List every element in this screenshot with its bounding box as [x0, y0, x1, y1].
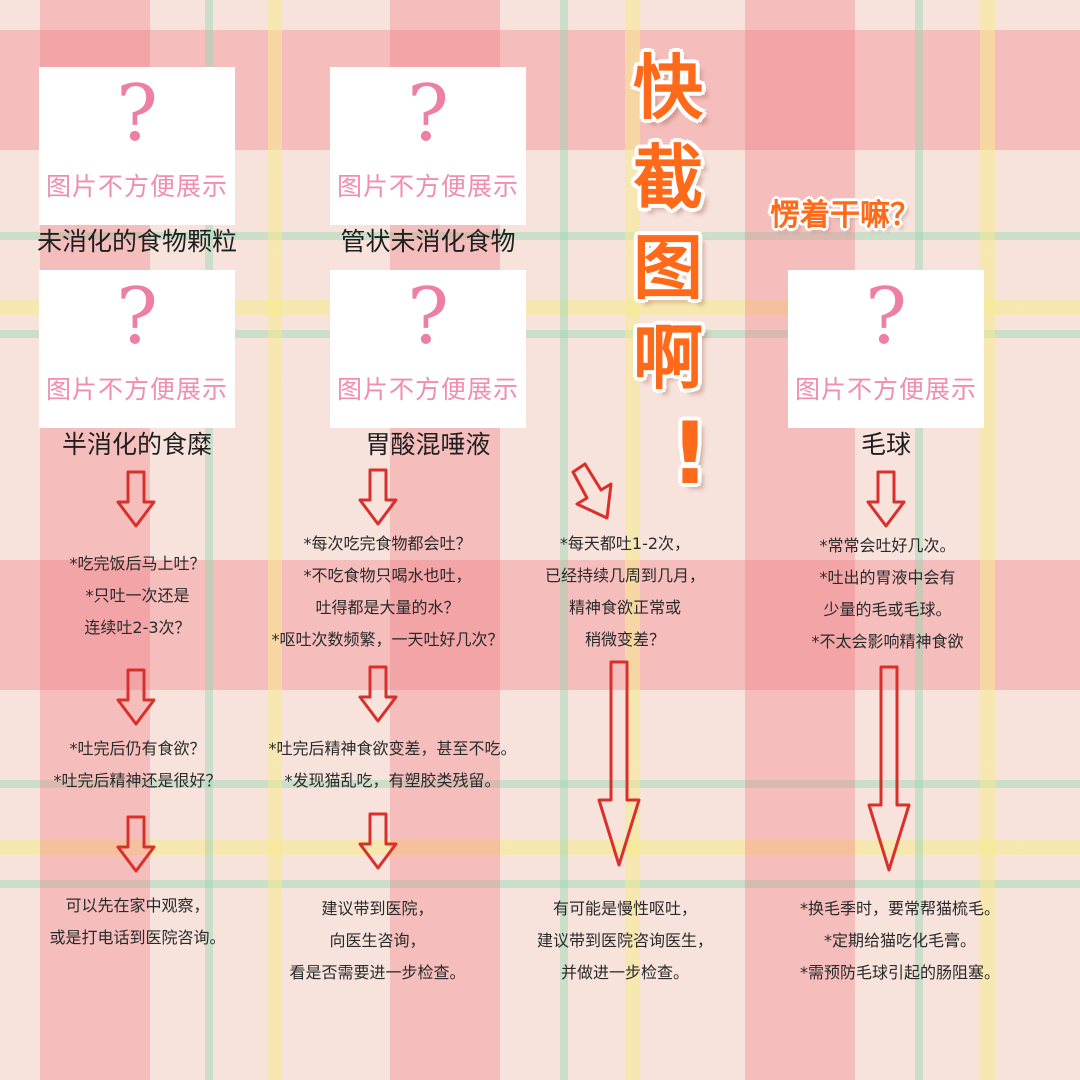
- advice: 可以先在家中观察， 或是打电话到医院咨询。: [5, 890, 270, 954]
- text-line: *只吐一次还是: [85, 586, 190, 605]
- image-placeholder: ? 图片不方便展示: [39, 270, 235, 428]
- arrow-shape: [116, 815, 156, 873]
- follow-up-questions: *吐完后仍有食欲？ *吐完后精神还是很好？: [5, 733, 270, 797]
- text-line: 少量的毛或毛球。: [823, 600, 952, 619]
- symptom-questions: *常常会吐好几次。 *吐出的胃液中会有 少量的毛或毛球。 *不太会影响精神食欲: [775, 530, 1000, 658]
- text-line: 吐得都是大量的水？: [315, 598, 460, 617]
- vomit-type-label: 管状未消化食物: [340, 227, 516, 256]
- arrow-shape: [866, 470, 906, 528]
- long-down-arrow-icon: [597, 660, 641, 867]
- down-arrow-icon: [116, 668, 156, 726]
- advice: 有可能是慢性呕吐， 建议带到医院咨询医生， 并做进一步检查。: [505, 893, 745, 989]
- arrow-shape: [358, 665, 398, 723]
- text-line: *呕吐次数频繁，一天吐好几次？: [271, 630, 504, 649]
- text-line: *换毛季时，要常帮猫梳毛。: [799, 899, 1000, 918]
- text-line: *吐完后精神食欲变差，甚至不吃。: [268, 739, 517, 758]
- text-line: 精神食欲正常或: [568, 598, 681, 617]
- text-line: *定期给猫吃化毛膏。: [823, 931, 976, 950]
- arrow-shape: [571, 462, 613, 520]
- text-line: *需预防毛球引起的肠阻塞。: [799, 963, 1000, 982]
- down-arrow-icon: [866, 470, 906, 528]
- text-line: *不太会影响精神食欲: [811, 632, 964, 651]
- subtitle: 愣着干嘛？: [770, 198, 920, 233]
- text-line: *每天都吐1-2次，: [559, 534, 691, 553]
- text-line: *发现猫乱吃，有塑胶类残留。: [284, 771, 501, 790]
- placeholder-text: 图片不方便展示: [45, 375, 228, 404]
- symptom-questions: *每次吃完食物都会吐？ *不吃食物只喝水也吐， 吐得都是大量的水？ *呕吐次数频…: [240, 528, 535, 656]
- vomit-type-label: 毛球: [860, 430, 911, 459]
- text-line: 连续吐2-3次？: [84, 618, 191, 637]
- vomit-type-label: 胃酸混唾液: [365, 430, 491, 459]
- question-mark-icon: ?: [116, 69, 158, 159]
- question-mark-icon: ?: [407, 272, 449, 362]
- question-mark-icon: ?: [116, 272, 158, 362]
- follow-up-questions: *吐完后精神食欲变差，甚至不吃。 *发现猫乱吃，有塑胶类残留。: [240, 733, 545, 797]
- question-mark-icon: ?: [865, 272, 907, 362]
- down-arrow-icon: [358, 812, 398, 870]
- arrow-shape: [867, 665, 911, 872]
- down-arrow-icon: [571, 462, 613, 520]
- title-char: 截: [633, 137, 703, 219]
- advice: 建议带到医院， 向医生咨询， 看是否需要进一步检查。: [255, 893, 500, 989]
- placeholder-text: 图片不方便展示: [336, 172, 519, 201]
- text-line: 稍微变差？: [584, 630, 665, 649]
- placeholder-text: 图片不方便展示: [45, 172, 228, 201]
- arrow-shape: [358, 812, 398, 870]
- text-line: *吐完后仍有食欲？: [69, 739, 206, 758]
- symptom-questions: *每天都吐1-2次， 已经持续几周到几月， 精神食欲正常或 稍微变差？: [505, 528, 745, 656]
- title-char: 图: [633, 227, 703, 309]
- placeholder-text: 图片不方便展示: [794, 375, 977, 404]
- text-line: 有可能是慢性呕吐，: [552, 899, 697, 918]
- text-line: 建议带到医院咨询医生，: [536, 931, 713, 950]
- text-line: *不吃食物只喝水也吐，: [303, 566, 472, 585]
- vomit-type-label: 未消化的食物颗粒: [36, 227, 237, 256]
- text-line: 向医生咨询，: [329, 931, 426, 950]
- arrow-shape: [597, 660, 641, 867]
- text-line: 可以先在家中观察，: [65, 896, 210, 915]
- text-line: *常常会吐好几次。: [819, 536, 956, 555]
- text-line: *吃完饭后马上吐？: [69, 554, 206, 573]
- title-char: 啊: [633, 317, 703, 399]
- down-arrow-icon: [116, 470, 156, 528]
- down-arrow-icon: [358, 665, 398, 723]
- text-line: *吐完后精神还是很好？: [53, 771, 222, 790]
- arrow-shape: [358, 468, 398, 526]
- image-placeholder: ? 图片不方便展示: [39, 67, 235, 225]
- symptom-questions: *吃完饭后马上吐？ *只吐一次还是 连续吐2-3次？: [15, 548, 260, 644]
- vomit-type-label: 半消化的食糜: [61, 430, 212, 459]
- long-down-arrow-icon: [867, 665, 911, 872]
- title-char: !: [670, 404, 710, 504]
- text-line: 看是否需要进一步检查。: [289, 963, 466, 982]
- text-line: 建议带到医院，: [321, 899, 434, 918]
- question-mark-icon: ?: [407, 69, 449, 159]
- image-placeholder: ? 图片不方便展示: [330, 270, 526, 428]
- text-line: 并做进一步检查。: [560, 963, 689, 982]
- down-arrow-icon: [358, 468, 398, 526]
- image-placeholder: ? 图片不方便展示: [788, 270, 984, 428]
- text-line: 已经持续几周到几月，: [544, 566, 705, 585]
- text-line: 或是打电话到医院咨询。: [49, 928, 226, 947]
- advice: *换毛季时，要常帮猫梳毛。 *定期给猫吃化毛膏。 *需预防毛球引起的肠阻塞。: [760, 893, 1040, 989]
- image-placeholder: ? 图片不方便展示: [330, 67, 526, 225]
- placeholder-text: 图片不方便展示: [336, 375, 519, 404]
- text-line: *吐出的胃液中会有: [819, 568, 956, 587]
- text-line: *每次吃完食物都会吐？: [303, 534, 472, 553]
- arrow-shape: [116, 668, 156, 726]
- down-arrow-icon: [116, 815, 156, 873]
- arrow-shape: [116, 470, 156, 528]
- title-char: 快: [633, 47, 703, 129]
